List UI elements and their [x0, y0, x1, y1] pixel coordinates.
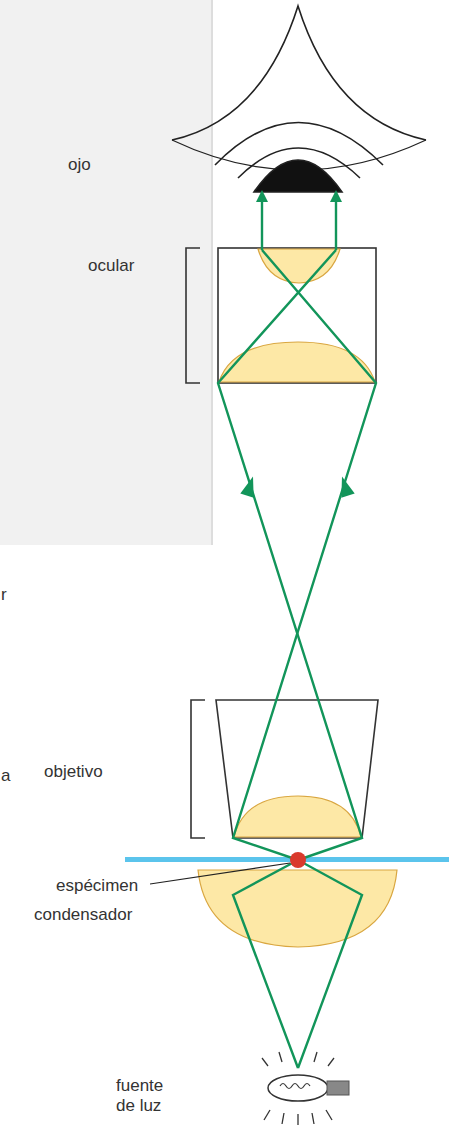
light-bulb [262, 1052, 349, 1125]
condenser-label: condensador [34, 905, 132, 925]
eye-label: ojo [68, 155, 91, 175]
light-source-label: fuente de luz [116, 1076, 176, 1116]
field-lens [219, 342, 375, 382]
condenser-lens [198, 870, 397, 947]
slide [125, 857, 449, 862]
light-rays [218, 196, 376, 1068]
bracket [186, 248, 200, 383]
cut-text: r [1, 585, 7, 605]
eye-drawing [172, 6, 426, 192]
objective-lens [234, 796, 361, 837]
eye-lens [258, 249, 340, 283]
cut-text: a [1, 766, 10, 786]
ray-arrow [335, 474, 354, 497]
ocular-label: ocular [88, 256, 134, 276]
leader-line [150, 863, 290, 884]
ray-arrow [240, 474, 259, 497]
ocular-tube [218, 248, 376, 383]
objective-label: objetivo [44, 762, 103, 782]
bracket [191, 700, 205, 838]
side-panel [0, 0, 212, 545]
specimen-dot [290, 852, 306, 868]
specimen-label: espécimen [56, 876, 138, 896]
